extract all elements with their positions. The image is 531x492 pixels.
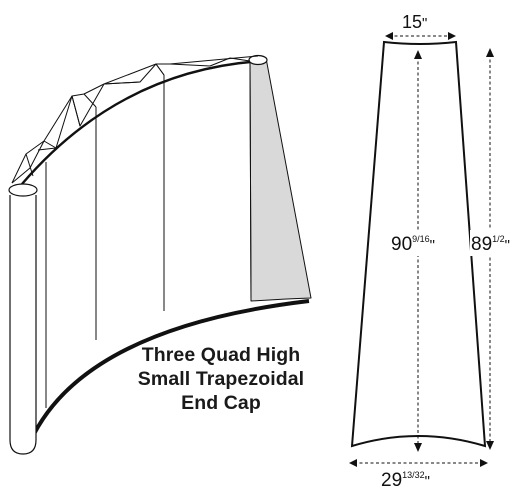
caption-line-3: End Cap — [181, 392, 261, 414]
bottom-width-label: 2913/32" — [381, 470, 430, 491]
caption-line-2: Small Trapezoidal — [137, 368, 305, 390]
side-height-dimension: 891/2" — [470, 48, 526, 450]
wall-bottom-edge — [32, 299, 310, 435]
caption-line-1: Three Quad High — [141, 344, 301, 366]
top-width-label: 15" — [402, 12, 427, 32]
bottom-width-dimension: 2913/32" — [349, 459, 488, 491]
top-width-dimension: 15" — [385, 12, 456, 40]
center-height-dimension: 909/16" — [391, 50, 447, 452]
center-height-label: 909/16" — [391, 234, 435, 255]
side-height-label: 891/2" — [471, 234, 510, 255]
right-post-top — [248, 54, 268, 66]
product-caption: Three Quad High Small Trapezoidal End Ca… — [118, 343, 324, 415]
left-post-top — [8, 183, 38, 197]
curved-display-illustration — [8, 54, 312, 455]
panel-seam — [249, 60, 252, 302]
top-truss-frame — [11, 55, 259, 184]
left-post — [9, 195, 37, 455]
wall-top-edge — [21, 59, 263, 185]
trapezoid-end-cap: 15" 909/16" 891/2" — [349, 12, 526, 491]
end-cap-panel — [249, 57, 312, 302]
